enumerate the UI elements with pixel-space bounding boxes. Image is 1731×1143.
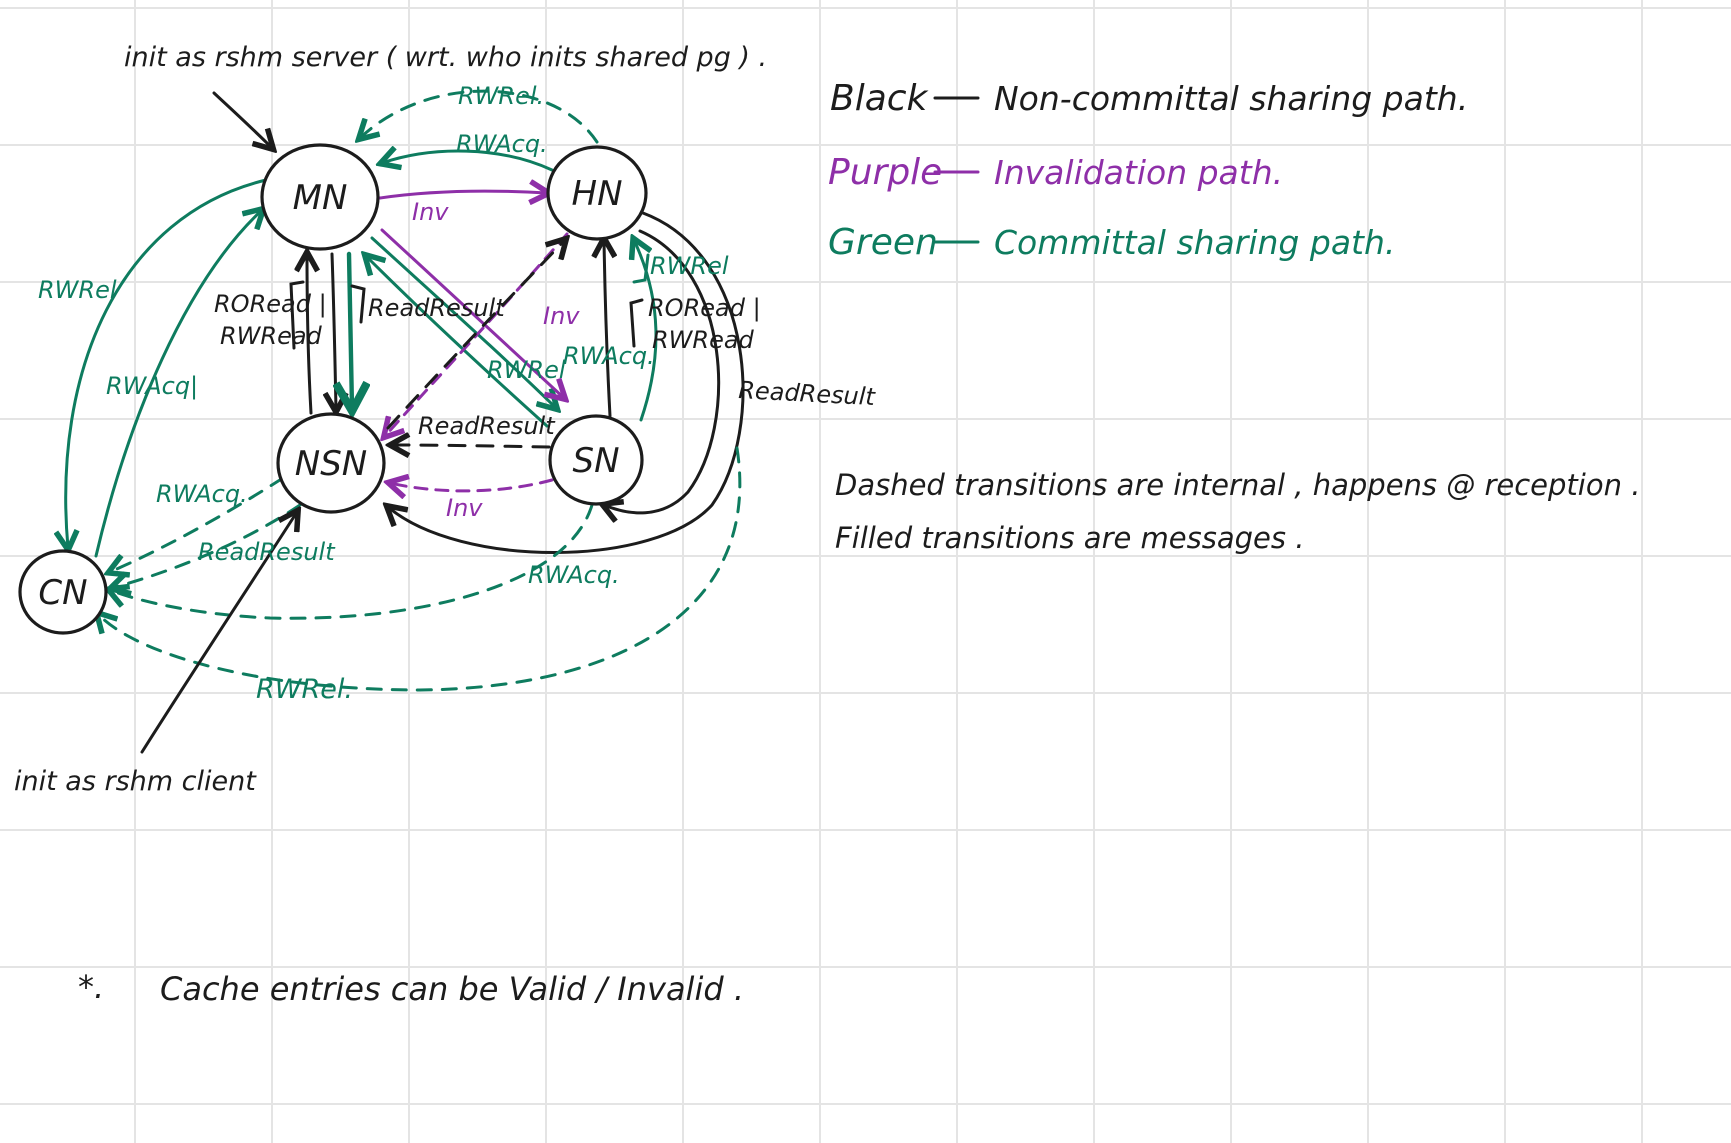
footnote-marker: *. [78, 968, 104, 1006]
edge-nsn-hn-dashed [386, 240, 565, 430]
edge-sn-nsn-inv [390, 480, 554, 491]
legend-green-desc: Committal sharing path. [994, 223, 1395, 262]
node-hn-shape [546, 145, 648, 241]
note-filled: Filled transitions are messages . [835, 521, 1304, 555]
bracket-mark-right [629, 298, 644, 348]
label-diag-rwrel: RWRel [487, 356, 566, 384]
edge-init-server [212, 91, 272, 148]
legend-black-desc: Non-committal sharing path. [994, 79, 1468, 118]
edge-hn-sn-readresult-inner [604, 229, 721, 513]
label-cn-rwacq: RWAcq| [106, 372, 198, 400]
note-dashed: Dashed transitions are internal , happen… [835, 468, 1640, 502]
label-right-rwread: RWRead [652, 326, 755, 354]
bracket-mark-left [289, 280, 305, 350]
node-nsn-label: NSN [295, 444, 367, 484]
node-mn-label: MN [293, 178, 348, 218]
legend-purple-desc: Invalidation path. [994, 153, 1283, 192]
legend-purple-name: Purple [828, 152, 942, 193]
node-sn: SN [548, 414, 644, 506]
edge-sn-nsn-readresult [392, 445, 551, 447]
footnote-text: Cache entries can be Valid / Invalid . [160, 970, 744, 1008]
label-top-rwacq: RWAcq. [456, 130, 548, 158]
edge-sn-mn-rwrel [366, 256, 549, 428]
bracket-mark-mid [350, 284, 366, 324]
edge-sn-hn-rwrel [634, 240, 658, 422]
label-cn-rwacq-dashed: RWAcq. [156, 480, 248, 508]
node-cn: CN [18, 549, 108, 635]
label-sn-hn-rwrel: RWRel [650, 252, 729, 280]
edge-hn-mn-rwrel [360, 89, 599, 144]
annotations: init as rshm server ( wrt. who inits sha… [14, 42, 767, 797]
node-nsn: NSN [276, 412, 386, 514]
label-diag-inv: Inv [543, 302, 580, 330]
bracket-mark-rwrel-right [632, 253, 650, 284]
annotation-init-server: init as rshm server ( wrt. who inits sha… [124, 42, 767, 73]
node-cn-label: CN [38, 573, 87, 613]
label-diag-rwacq: RWAcq. [563, 342, 655, 370]
label-left-roread: RORead | [214, 290, 327, 318]
edges [66, 89, 745, 754]
edge-mn-nsn-readresult [332, 252, 336, 410]
edge-mn-cn-rwrel [66, 178, 268, 548]
edge-nsn-cn-rwacq [110, 476, 285, 572]
edge-nsn-mn-roread [307, 254, 311, 415]
label-mn-nsn-readresult: ReadResult [368, 294, 506, 322]
label-left-rwread: RWRead [220, 322, 323, 350]
node-hn-label: HN [572, 174, 623, 214]
notes: Dashed transitions are internal , happen… [835, 468, 1640, 555]
edge-hn-nsn-inv-dashed [385, 232, 569, 436]
node-sn-shape [548, 414, 644, 506]
label-right-readresult: ReadResult [738, 376, 877, 411]
label-cn-readresult: ReadResult [198, 538, 336, 566]
legend-green-name: Green [828, 222, 938, 263]
edge-init-client [140, 512, 297, 754]
node-nsn-shape [276, 412, 386, 514]
annotation-init-client: init as rshm client [14, 766, 257, 797]
edge-labels: RWRel. RWAcq. Inv RORead | RWRead ReadRe… [38, 82, 877, 705]
footnote: *. Cache entries can be Valid / Invalid … [78, 968, 744, 1008]
label-top-rwrel: RWRel. [458, 82, 544, 110]
node-mn-shape [260, 143, 380, 251]
edge-mn-nsn-green [349, 251, 352, 408]
edge-hn-nsn-readresult-outer [388, 211, 745, 554]
edge-sn-cn-rwacq [110, 503, 594, 620]
node-sn-label: SN [572, 441, 619, 481]
edge-cn-mn-rwacq [94, 210, 262, 558]
edge-mn-sn-inv [380, 228, 564, 398]
label-mn-hn-inv: Inv [412, 198, 449, 226]
label-bottom-rwacq: RWAcq. [528, 561, 620, 589]
label-cn-rwrel: RWRel [38, 276, 117, 304]
node-mn: MN [260, 143, 380, 251]
legend-black-name: Black [830, 78, 930, 119]
label-sn-nsn-readresult: ReadResult [418, 412, 556, 440]
node-hn: HN [546, 145, 648, 241]
legend: Black Non-committal sharing path. Purple… [828, 78, 1468, 263]
node-cn-shape [18, 549, 108, 635]
edge-hn-mn-rwacq [382, 151, 554, 172]
label-bottom-rwrel: RWRel. [256, 674, 353, 705]
edge-mn-hn-inv [378, 191, 547, 198]
label-right-roread: RORead | [648, 294, 761, 322]
edge-right-cn-rwrel [98, 446, 742, 692]
label-sn-nsn-inv: Inv [446, 494, 483, 522]
edge-sn-hn-roread [604, 240, 610, 418]
edge-mn-sn-rwacq [370, 236, 556, 408]
